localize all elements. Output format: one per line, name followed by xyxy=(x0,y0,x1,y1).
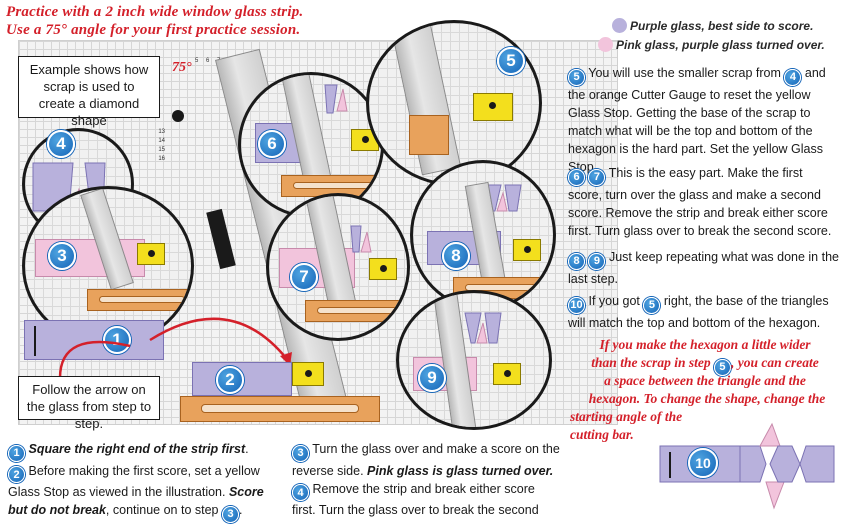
yellow-glass-stop xyxy=(473,93,513,121)
step-5-circle xyxy=(366,20,542,186)
badge-2: 2 xyxy=(216,366,244,394)
badge-6: 6 xyxy=(258,130,286,158)
badge-inline-6: 6 xyxy=(568,168,585,186)
step-8-9-text: 8 9 Just keep repeating what was done in… xyxy=(568,248,840,288)
badge-inline-9: 9 xyxy=(588,252,606,270)
title-line-2: Use a 75° angle for your first practice … xyxy=(6,22,301,38)
step-8-shapes xyxy=(486,184,522,212)
callout-diamond-example: Example shows how scrap is used to creat… xyxy=(18,56,160,128)
step-1-text: Square the right end of the strip first xyxy=(28,442,246,456)
badge-inline-5b: 5 xyxy=(643,296,661,314)
yellow-glass-stop xyxy=(292,362,324,386)
yellow-glass-stop xyxy=(513,239,541,261)
hexagon-diagram xyxy=(659,422,835,510)
step-1-end: . xyxy=(245,442,249,456)
badge-5: 5 xyxy=(497,47,525,75)
purple-swatch-icon xyxy=(612,18,627,33)
badge-inline-10: 10 xyxy=(568,296,585,314)
step-7-circle xyxy=(266,193,410,341)
step-10-text-a: If you got xyxy=(588,294,640,308)
step-2-bold: Score but do not break xyxy=(8,485,264,517)
yellow-glass-stop xyxy=(369,258,397,280)
step-10-text-b: right, the base of the triangles will ma… xyxy=(568,294,829,330)
badge-inline-2: 2 xyxy=(8,466,25,483)
yellow-glass-stop xyxy=(137,243,165,265)
badge-10: 10 xyxy=(688,448,718,478)
badge-1: 1 xyxy=(103,326,131,354)
step-8-9-body: Just keep repeating what was done in the… xyxy=(568,250,839,286)
badge-4: 4 xyxy=(47,130,75,158)
steps-3-4-text: 3 Turn the glass over and make a score o… xyxy=(292,440,560,525)
badge-inline-1: 1 xyxy=(8,444,25,462)
grid-number: 16 xyxy=(158,156,165,162)
step-10-text: 10 If you got 5 right, the base of the t… xyxy=(568,292,840,332)
red-note-line-6: cutting bar. xyxy=(570,427,634,442)
legend-pink-text: Pink glass, purple glass turned over. xyxy=(616,38,825,52)
ruler-hole xyxy=(172,110,184,122)
red-note: If you make the hexagon a little wider xyxy=(570,336,840,354)
badge-inline-5c: 5 xyxy=(713,358,731,376)
steps-1-2-text: 1 Square the right end of the strip firs… xyxy=(8,440,278,523)
arrow-up-icon xyxy=(34,326,36,356)
red-note-line-4: hexagon. To change the shape, change the xyxy=(588,391,826,406)
badge-inline-4b: 4 xyxy=(292,484,309,501)
badge-8: 8 xyxy=(442,242,470,270)
red-note-line-5: starting angle of the xyxy=(570,409,683,424)
legend-purple: Purple glass, best side to score. xyxy=(612,18,813,33)
grid-number: 5 xyxy=(195,58,202,64)
step-6-shapes xyxy=(324,84,348,114)
step-2-glass-strip xyxy=(192,362,292,396)
step-6-7-body: This is the easy part. Make the first sc… xyxy=(568,166,832,238)
cutter-gauge-bar xyxy=(180,396,380,422)
badge-inline-8: 8 xyxy=(568,252,585,270)
badge-9: 9 xyxy=(418,364,446,392)
grid-number: 13 xyxy=(158,129,165,135)
red-note-line: If you make the hexagon a little wider xyxy=(599,337,811,352)
cutter-gauge-bar xyxy=(305,300,407,322)
badge-inline-7: 7 xyxy=(588,168,606,186)
step-8-circle xyxy=(410,160,556,310)
red-note-line-3: a space between the triangle and the xyxy=(604,373,806,388)
step-6-7-text: 6 7 This is the easy part. Make the firs… xyxy=(568,164,840,240)
step-4-text: Remove the strip and break either score … xyxy=(292,481,539,525)
grid-number: 14 xyxy=(158,138,165,144)
red-note-line-2: than the scrap in step 5, you can create xyxy=(570,354,840,376)
step-5-text-a: You will use the smaller scrap from xyxy=(588,66,781,80)
step-2-text: Before making the first score, set a yel… xyxy=(8,463,260,500)
red-note-line: than the scrap in step xyxy=(591,355,711,370)
badge-inline-5: 5 xyxy=(568,68,585,86)
step-5-text-b: and the orange Cutter Gauge to reset the… xyxy=(568,66,826,174)
step-9-shapes xyxy=(464,312,502,344)
step-7-shapes xyxy=(350,225,372,253)
title-line-1: Practice with a 2 inch wide window glass… xyxy=(6,4,304,20)
cutter-gauge-bar xyxy=(87,289,191,311)
step-9-circle xyxy=(396,290,552,430)
callout-follow-arrow: Follow the arrow on the glass from step … xyxy=(18,376,160,431)
badge-7: 7 xyxy=(290,263,318,291)
grid-number: 6 xyxy=(206,58,213,64)
pink-swatch-icon xyxy=(598,37,613,52)
step-3-text: Turn the glass over and make a score on … xyxy=(292,442,560,478)
badge-inline-4: 4 xyxy=(784,68,802,86)
legend-purple-text: Purple glass, best side to score. xyxy=(630,19,814,33)
grid-numbers-side: 13 14 15 16 xyxy=(145,128,165,164)
angle-label: 75° xyxy=(172,60,192,75)
legend-pink: Pink glass, purple glass turned over. xyxy=(598,37,825,52)
red-note-line: , you can create xyxy=(730,355,819,370)
badge-inline-3: 3 xyxy=(222,505,239,523)
cutter-gauge xyxy=(409,115,449,155)
cutter-gauge-bar xyxy=(281,175,381,197)
yellow-glass-stop xyxy=(493,363,521,385)
step-2-end: , continue on to step xyxy=(105,503,219,517)
step-5-text: 5 You will use the smaller scrap from 4 … xyxy=(568,64,840,176)
step-1-glass-strip xyxy=(24,320,164,360)
badge-3: 3 xyxy=(48,242,76,270)
step-3-bold: Pink glass is glass turned over. xyxy=(367,463,554,478)
grid-number: 15 xyxy=(158,147,165,153)
badge-inline-3b: 3 xyxy=(292,444,309,462)
